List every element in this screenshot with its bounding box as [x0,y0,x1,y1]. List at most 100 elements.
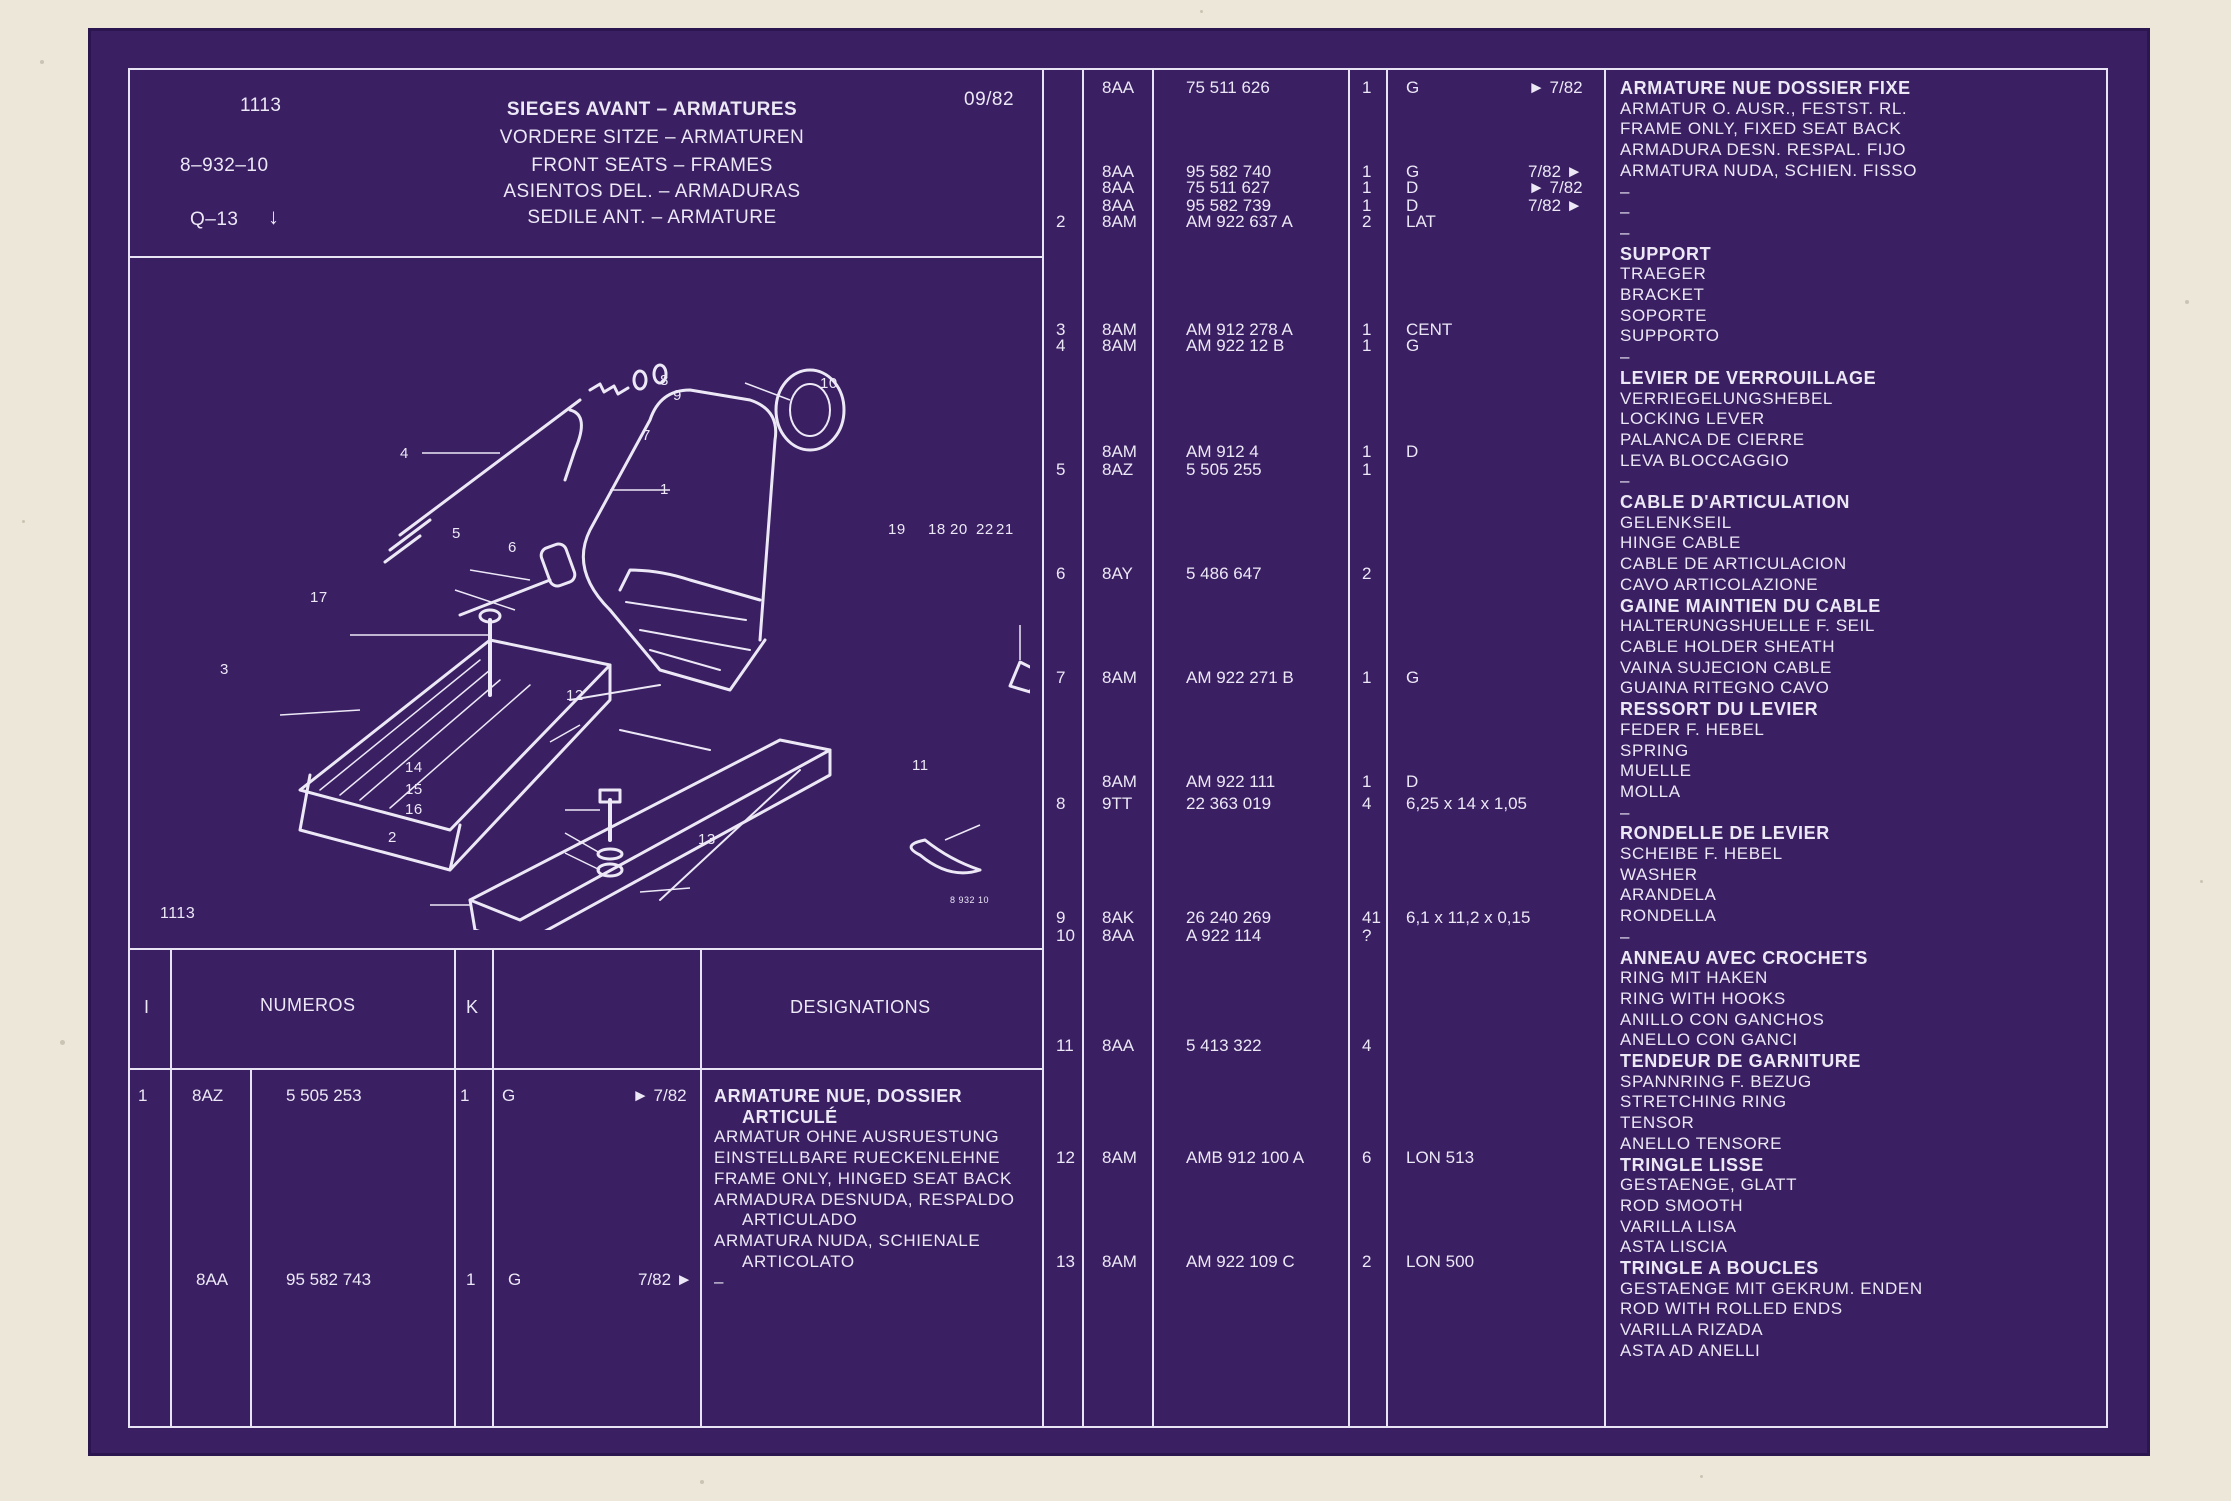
col-rule [250,1068,252,1426]
seat-frame-seat [618,568,762,602]
callout-5: 5 [452,525,461,542]
divider-figure [130,948,1042,950]
callout-2: 2 [388,829,397,846]
knob-washer [1008,660,1030,694]
callout-3: 3 [220,661,229,678]
callout-22: 22 [976,521,994,538]
column-header-designations: DESIGNATIONS [790,997,931,1017]
dust-speck [1700,1475,1703,1478]
callout-6: 6 [508,539,517,556]
figure-page-label: 1113 [160,905,196,922]
stretching-ring [909,838,982,875]
callout-14: 14 [405,759,423,776]
slide-rail [468,738,832,922]
exploded-view-drawing [279,363,1030,930]
issue-date: 09/82 [964,89,1015,110]
col-rule [170,948,172,1426]
callout-10: 10 [820,375,838,392]
column-header-numbers: NUMEROS [260,995,356,1015]
slide-rail-side [468,748,832,930]
item-1-designation: ARMATURE NUE, DOSSIER ARTICULÉ ARMATUR O… [714,1086,1015,1292]
support-bracket [539,542,577,588]
microfiche-frame: 1113 8–932–10 Q–13 ↓ 09/82 SIEGES AVANT … [88,28,2150,1456]
col-rule [1386,70,1388,1426]
table-row: 1 8AZ 5 505 253 1 G ► 7/82 [138,1086,687,1105]
callout-11: 11 [912,757,929,774]
hook-ring [774,368,846,452]
title-fr: SIEGES AVANT – ARMATURES [506,99,798,120]
washer [596,847,624,861]
washer [652,363,668,385]
seat-frame-back [581,388,778,642]
col-rule [1082,70,1084,1426]
parts-sheet: 1113 8–932–10 Q–13 ↓ 09/82 SIEGES AVANT … [128,68,2108,1428]
column-header-index: I [144,997,150,1017]
callout-19: 19 [888,521,906,538]
col-rule [1152,70,1154,1426]
callout-12: 12 [566,687,584,704]
divider-middle [1042,70,1044,1426]
col-rule [1348,70,1350,1426]
rod-rolled-ends [659,769,801,901]
col-rule [492,948,494,1426]
callout-4: 4 [400,445,409,462]
seat-frame-bottom [608,608,767,692]
title-en: FRONT SEATS – FRAMES [531,155,773,176]
dust-speck [2200,880,2203,883]
dust-speck [22,520,25,523]
lever-end [563,408,583,482]
seat-rail-side [298,663,612,872]
callout-20: 20 [950,521,968,538]
col-rule [454,948,456,1426]
page-number: 1113 [240,95,282,116]
callout-8: 8 [660,372,669,389]
dust-speck [2185,300,2189,304]
divider-table-header [130,1068,1042,1070]
callout-15: 15 [405,781,423,798]
column-header-qty: K [466,997,479,1017]
callout-13: 13 [698,831,716,848]
dust-speck [1200,10,1203,13]
lever-spring [588,382,630,396]
locking-lever [398,398,582,537]
divider-header [130,256,1042,258]
smooth-rod [569,684,661,701]
col-rule [700,948,702,1426]
callout-7: 7 [642,427,651,444]
hinge-cable [458,578,552,617]
callout-1: 1 [660,481,669,498]
col-rule [1604,70,1606,1426]
callout-21: 21 [996,521,1014,538]
dust-speck [60,1040,65,1045]
lever-handle [383,518,432,564]
drawing-reference: 8–932–10 [180,155,269,176]
dust-speck [40,60,44,64]
washer [632,369,648,391]
callout-16: 16 [405,801,423,818]
dust-speck [700,1480,704,1484]
down-arrow-icon: ↓ [268,204,280,229]
title-it: SEDILE ANT. – ARMATURE [527,207,777,228]
figure-drawing-ref: 8 932 10 [950,895,990,905]
callout-9: 9 [673,387,682,404]
callout-18: 18 [928,521,946,538]
